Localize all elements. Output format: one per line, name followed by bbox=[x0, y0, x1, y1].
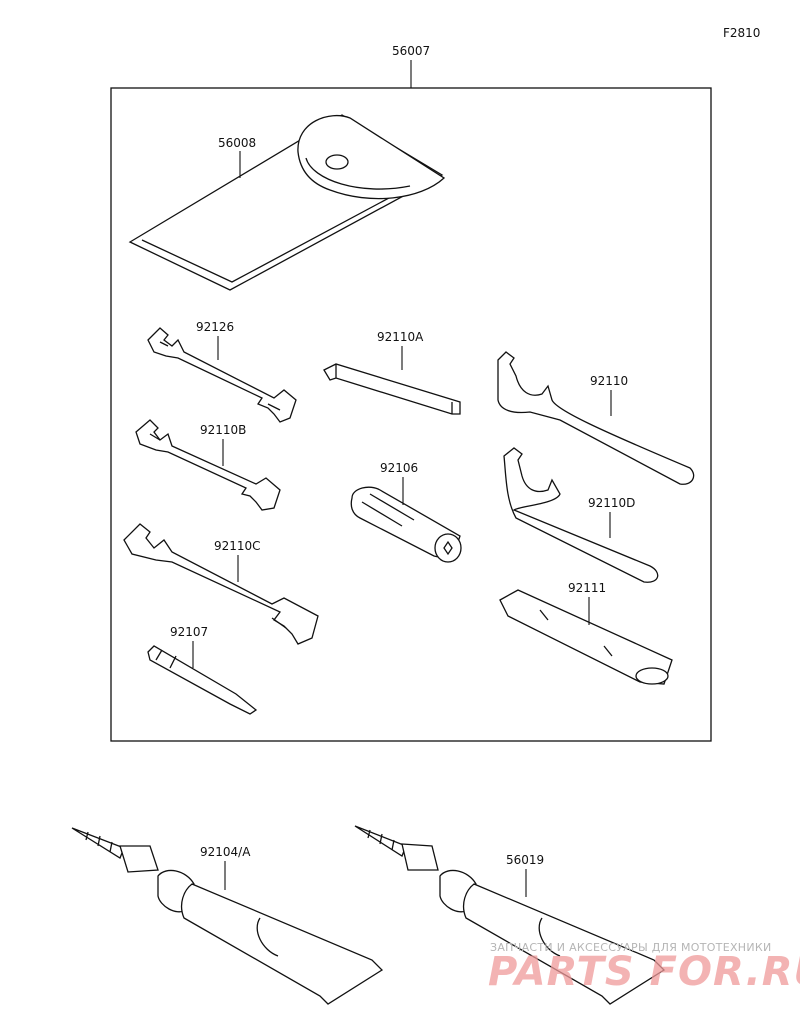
label-92110A: 92110A bbox=[377, 330, 424, 344]
extension-92111 bbox=[499, 589, 673, 685]
label-56007: 56007 bbox=[392, 44, 430, 58]
watermark-logo: PARTS FOR.RU bbox=[488, 949, 800, 995]
label-92104A: 92104/A bbox=[200, 845, 251, 859]
label-92111: 92111 bbox=[568, 581, 606, 595]
wrench-92110C bbox=[123, 523, 319, 645]
label-92107: 92107 bbox=[170, 625, 208, 639]
hook-spanner-92110D bbox=[503, 447, 659, 583]
tube-56019 bbox=[354, 825, 666, 1005]
tube-92104A bbox=[71, 827, 384, 1005]
label-92110: 92110 bbox=[590, 374, 628, 388]
label-92126: 92126 bbox=[196, 320, 234, 334]
tool-bag-56008 bbox=[128, 114, 446, 291]
watermark-tagline: ЗАПЧАСТИ И АКСЕССУАРЫ ДЛЯ МОТОТЕХНИКИ bbox=[490, 941, 772, 954]
label-92110D: 92110D bbox=[588, 496, 635, 510]
handle-92106 bbox=[350, 486, 462, 563]
figure-code: F2810 bbox=[723, 26, 760, 40]
tool-kit-frame bbox=[110, 87, 712, 742]
label-92110C: 92110C bbox=[214, 539, 261, 553]
screwdriver-92107 bbox=[147, 645, 258, 715]
label-92110B: 92110B bbox=[200, 423, 246, 437]
hex-key-92110A bbox=[323, 363, 461, 415]
wrench-92110B bbox=[135, 419, 281, 511]
label-56019: 56019 bbox=[506, 853, 544, 867]
label-56008: 56008 bbox=[218, 136, 256, 150]
hook-spanner-92110 bbox=[497, 351, 695, 485]
wrench-92126 bbox=[147, 327, 297, 423]
label-92106: 92106 bbox=[380, 461, 418, 475]
